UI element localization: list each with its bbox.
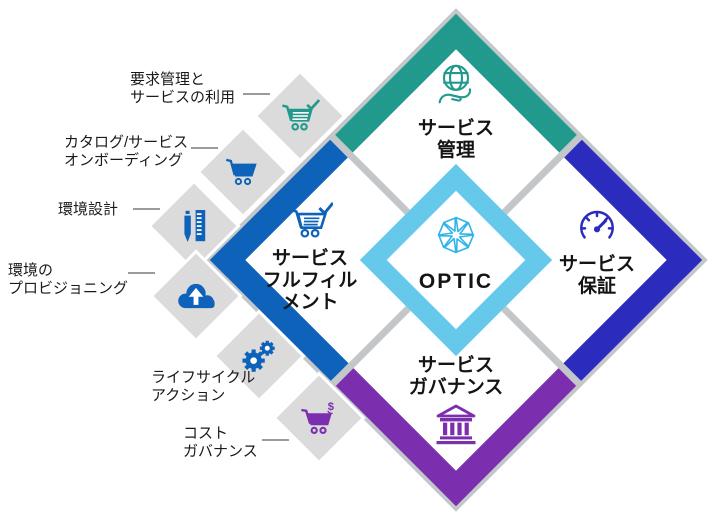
svg-text:$: $	[328, 401, 335, 413]
connector-dash	[191, 147, 218, 149]
tile-request-management	[257, 73, 343, 159]
tile-environment-provisioning	[153, 253, 239, 339]
tile-lifecycle-actions	[216, 313, 302, 399]
cart-icon	[213, 142, 273, 202]
connector-dash	[133, 208, 160, 210]
label-lifecycle-actions: ライフサイクル アクション	[151, 369, 256, 404]
cart-dollar-icon: $	[289, 388, 349, 448]
label-request-management: 要求管理と サービスの利用	[130, 71, 236, 106]
tile-catalog-onboarding	[200, 129, 286, 215]
tile-cost-governance: $	[276, 375, 362, 461]
label-catalog-onboarding: カタログ/サービス オンボーディング	[64, 134, 189, 169]
label-environment-design: 環境設計	[58, 201, 119, 218]
gears-icon	[229, 326, 289, 386]
label-environment-provisioning: 環境の プロビジョニング	[8, 262, 129, 297]
cloud-upload-icon	[166, 266, 226, 326]
connector-dash	[128, 272, 155, 274]
label-cost-governance: コスト ガバナンス	[183, 425, 258, 460]
connector-dash	[262, 439, 289, 441]
pen-ruler-icon	[164, 196, 224, 256]
connector-dash	[243, 93, 270, 95]
tile-environment-design	[151, 183, 237, 269]
cart-check-icon	[270, 86, 330, 146]
